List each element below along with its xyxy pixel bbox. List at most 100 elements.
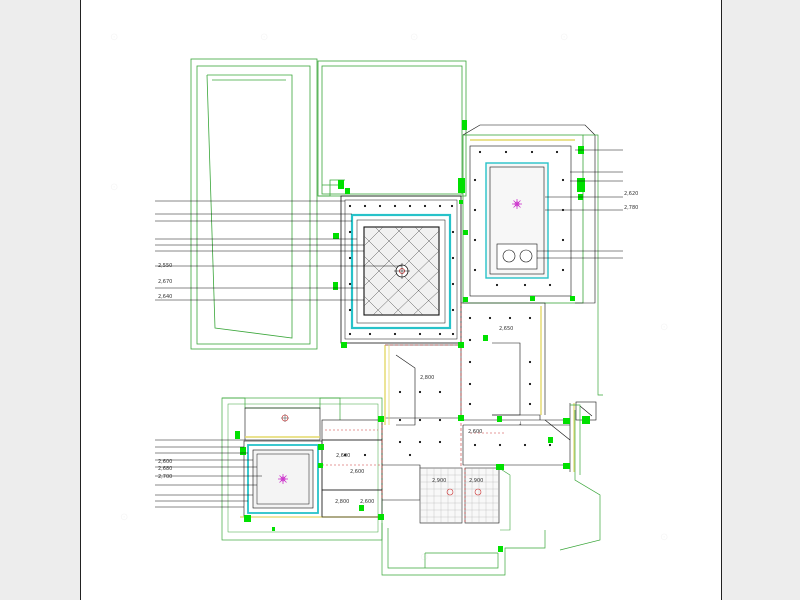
dim-mid-b: 2,800	[420, 375, 434, 381]
dot-icon	[468, 338, 472, 342]
dot-icon	[438, 440, 442, 444]
dot-icon	[398, 440, 402, 444]
dot-icon	[378, 204, 382, 208]
dot-icon	[468, 402, 472, 406]
dim-mid-c: 2,600	[468, 429, 482, 435]
dot-icon	[478, 150, 482, 154]
dot-icon	[561, 238, 565, 242]
corridor-area: ↓	[343, 302, 597, 500]
right-balcony	[559, 134, 603, 551]
dot-icon	[343, 453, 347, 457]
dot-icon	[398, 418, 402, 422]
dot-icon	[473, 208, 477, 212]
dot-icon	[488, 316, 492, 320]
dot-icon	[498, 443, 502, 447]
kitchen-ceiling	[462, 124, 596, 304]
double-burner-icon	[496, 243, 538, 270]
dim-mid-a: 2,650	[499, 326, 513, 332]
dot-icon	[548, 283, 552, 287]
dot-icon	[348, 282, 352, 286]
dot-icon	[468, 316, 472, 320]
dot-icon	[438, 332, 442, 336]
dot-icon	[451, 332, 455, 336]
dot-icon	[418, 418, 422, 422]
dim-low-b: 2,600	[350, 469, 364, 475]
bathroom-ceilings	[419, 467, 511, 531]
callout-mid-1: 2,670	[158, 279, 172, 285]
dot-icon	[393, 204, 397, 208]
callout-right-1: 2,780	[624, 205, 638, 211]
dot-icon	[438, 204, 442, 208]
dot-icon	[473, 443, 477, 447]
dim-low-f: 2,600	[360, 499, 374, 505]
living-room-ceiling	[340, 195, 462, 344]
svg-text:⊙: ⊙	[660, 322, 668, 333]
dot-icon	[528, 382, 532, 386]
dot-icon	[504, 150, 508, 154]
dot-icon	[528, 402, 532, 406]
dot-icon	[508, 316, 512, 320]
svg-text:⊙: ⊙	[120, 512, 128, 523]
flower-icon	[278, 474, 288, 484]
dot-icon	[523, 283, 527, 287]
callout-bottom-0: 2,600	[158, 459, 172, 465]
dim-low-d: 2,900	[469, 478, 483, 484]
dot-icon	[530, 150, 534, 154]
callout-bottom-2: 2,700	[158, 474, 172, 480]
entrance-lower	[381, 523, 546, 576]
dot-icon	[348, 308, 352, 312]
dot-icon	[438, 390, 442, 394]
dot-icon	[393, 332, 397, 336]
dot-icon	[363, 453, 367, 457]
dot-icon	[468, 360, 472, 364]
dot-icon	[408, 453, 412, 457]
dot-icon	[418, 332, 422, 336]
dot-icon	[548, 443, 552, 447]
dot-icon	[561, 178, 565, 182]
bedroom-ceiling	[221, 397, 383, 541]
svg-text:⊙: ⊙	[410, 32, 418, 43]
dot-icon	[418, 390, 422, 394]
dot-icon	[473, 268, 477, 272]
dot-icon	[398, 390, 402, 394]
dot-icon	[523, 443, 527, 447]
dot-icon	[348, 332, 352, 336]
svg-text:⊙: ⊙	[110, 32, 118, 43]
dot-icon	[528, 360, 532, 364]
dot-icon	[368, 332, 372, 336]
callout-mid-2: 2,640	[158, 294, 172, 300]
callout-bottom-1: 2,680	[158, 466, 172, 472]
dot-icon	[473, 238, 477, 242]
dot-icon	[408, 204, 412, 208]
dot-icon	[450, 204, 454, 208]
dot-icon	[348, 204, 352, 208]
svg-text:⊙: ⊙	[660, 532, 668, 543]
dot-icon	[451, 308, 455, 312]
annotations: 2,550 2,670 2,640 2,620 2,780 2,600 2,68…	[155, 149, 638, 508]
dim-low-e: 2,800	[335, 499, 349, 505]
callout-right-0: 2,620	[624, 191, 638, 197]
dim-low-c: 2,900	[432, 478, 446, 484]
dot-icon	[528, 316, 532, 320]
dot-icon	[561, 268, 565, 272]
dot-icon	[555, 150, 559, 154]
structural-columns	[235, 120, 590, 552]
svg-text:⊙: ⊙	[260, 32, 268, 43]
svg-text:↓: ↓	[518, 421, 522, 427]
svg-text:⊙: ⊙	[560, 32, 568, 43]
dot-icon	[348, 230, 352, 234]
callout-mid-0: 2,550	[158, 263, 172, 269]
dot-icon	[495, 283, 499, 287]
flower-icon	[512, 199, 522, 209]
dot-icon	[451, 282, 455, 286]
svg-text:⊙: ⊙	[110, 182, 118, 193]
dot-icon	[438, 418, 442, 422]
dot-icon	[423, 204, 427, 208]
dot-icon	[451, 230, 455, 234]
dim-low-a: 2,600	[336, 453, 350, 459]
dot-icon	[418, 440, 422, 444]
dot-icon	[468, 382, 472, 386]
svg-text:⊙: ⊙	[420, 552, 428, 563]
